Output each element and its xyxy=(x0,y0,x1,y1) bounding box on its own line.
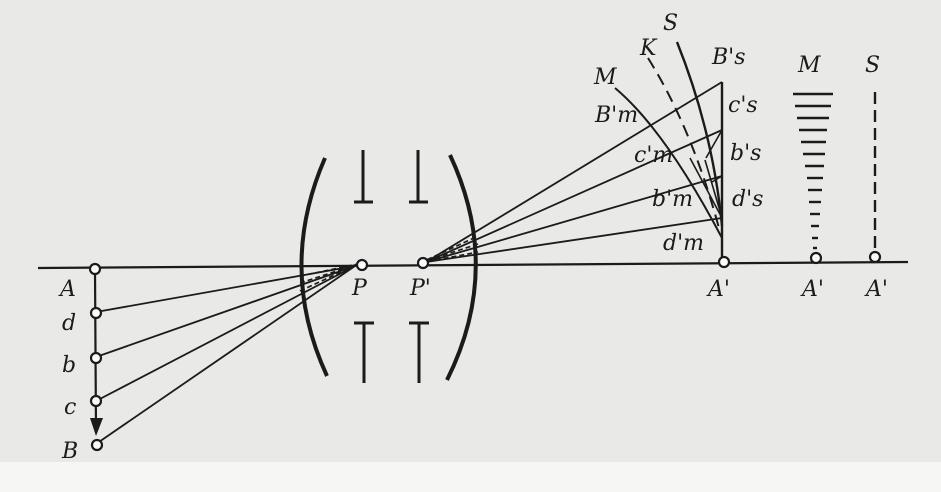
label-M-arc: M xyxy=(593,65,617,90)
label-M-right: M xyxy=(797,53,821,78)
ray-dash-right-1 xyxy=(419,235,479,264)
surface-K xyxy=(647,57,721,233)
optical-axis xyxy=(37,260,909,270)
lens-left-surface xyxy=(299,157,329,377)
point-A xyxy=(88,262,102,276)
label-A-prime-3: A' xyxy=(864,277,888,302)
label-d: d xyxy=(62,311,76,336)
m-dashed-stack xyxy=(793,92,833,250)
point-A-prime-2 xyxy=(809,251,823,265)
ray-image-bs xyxy=(425,175,723,263)
ray-image-Bs xyxy=(425,81,723,263)
label-A: A xyxy=(58,277,76,302)
ray-dash-right-3 xyxy=(419,251,479,264)
label-cs: c's xyxy=(728,93,758,118)
point-P xyxy=(355,258,369,272)
lower-stops xyxy=(354,321,429,383)
upper-stops xyxy=(354,150,428,204)
label-S-right: S xyxy=(865,53,880,78)
surface-S xyxy=(675,41,724,227)
label-P-prime: P' xyxy=(409,276,431,301)
ray-b xyxy=(95,265,356,358)
point-c xyxy=(89,394,103,408)
point-A-prime-1 xyxy=(717,255,731,269)
label-Bs: B's xyxy=(711,45,746,70)
bottom-margin xyxy=(0,462,941,492)
ray-dash-left-2 xyxy=(299,263,359,284)
ray-c xyxy=(95,265,356,402)
connector-1 xyxy=(689,157,723,219)
label-S-top: S xyxy=(663,11,678,36)
lens-right-surface xyxy=(445,154,478,381)
label-B: B xyxy=(61,439,78,464)
ray-dash-left-3 xyxy=(299,263,359,292)
point-b xyxy=(89,351,103,365)
surface-M xyxy=(614,87,723,239)
point-P-prime xyxy=(416,256,430,270)
label-P: P xyxy=(351,276,368,301)
point-A-prime-3 xyxy=(868,250,882,264)
label-A-prime-2: A' xyxy=(800,277,824,302)
label-dm: d'm xyxy=(663,231,704,256)
label-b: b xyxy=(62,353,76,378)
ray-dash-right-2 xyxy=(419,243,479,264)
label-K: K xyxy=(639,36,658,61)
object-line xyxy=(93,269,98,433)
label-bm: b'm xyxy=(652,187,693,212)
ray-dash-left-1 xyxy=(299,263,359,277)
label-bs: b's xyxy=(730,141,761,166)
label-c: c xyxy=(64,395,76,420)
object-arrowhead xyxy=(90,418,103,436)
label-ds: d's xyxy=(732,187,763,212)
label-cm: c'm xyxy=(634,143,673,168)
ray-image-cs xyxy=(425,129,723,263)
ray-image-ds xyxy=(425,217,723,263)
ray-B xyxy=(95,265,356,445)
label-Bm: B'm xyxy=(594,103,638,128)
label-A-prime-1: A' xyxy=(706,277,730,302)
connector-4 xyxy=(711,175,723,183)
point-d xyxy=(89,306,103,320)
connector-3 xyxy=(705,129,723,159)
point-B xyxy=(90,438,104,452)
